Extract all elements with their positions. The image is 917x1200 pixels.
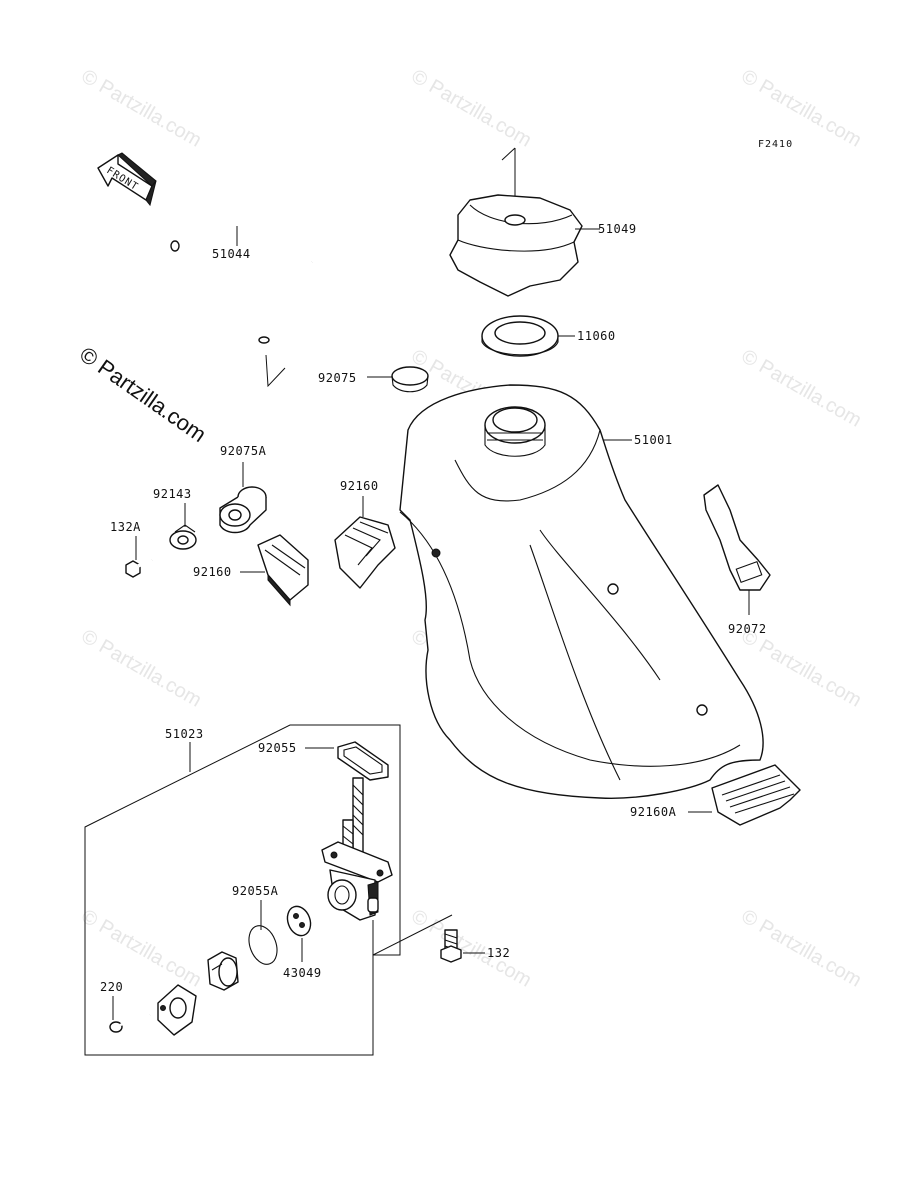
hose-end-icon	[258, 336, 270, 344]
part-label-92075A[interactable]: 92075A	[220, 444, 267, 458]
front-arrow-icon: FRONT	[97, 152, 157, 207]
mount-bolt-icon	[696, 704, 708, 716]
hose-end-icon	[170, 240, 180, 252]
watermark-text: © Partzilla.com	[78, 625, 206, 711]
collar-92143[interactable]	[169, 503, 197, 550]
fuel-hose-51044[interactable]	[170, 182, 364, 388]
part-label-220[interactable]: 220	[100, 980, 123, 994]
cap-gasket-11060[interactable]	[481, 315, 575, 357]
screw-220[interactable]	[109, 996, 151, 1033]
mount-bolt-icon	[607, 583, 619, 595]
diagram-code: F2410	[758, 139, 793, 150]
fuel-cap-51049[interactable]	[449, 147, 600, 297]
fuel-cock-lever[interactable]	[207, 951, 239, 991]
leader-line	[372, 914, 453, 956]
watermark-text: © Partzilla.com	[738, 345, 866, 431]
part-label-92072[interactable]: 92072	[728, 622, 767, 636]
damper-92075A[interactable]	[219, 462, 267, 534]
part-label-92055[interactable]: 92055	[258, 741, 297, 755]
part-label-51023[interactable]: 51023	[165, 727, 204, 741]
leader-line	[265, 354, 286, 388]
main-watermark-text: © Partzilla.com	[75, 342, 211, 448]
part-label-51049[interactable]: 51049	[598, 222, 637, 236]
fuel-cock-body[interactable]	[321, 777, 393, 921]
gasket-92055[interactable]	[305, 741, 389, 781]
fuel-tank-51001[interactable]	[399, 384, 764, 799]
watermark-text: © Partzilla.com	[408, 65, 536, 151]
part-label-132A[interactable]: 132A	[110, 520, 141, 534]
o-ring-92055A[interactable]	[244, 900, 282, 968]
part-label-92075[interactable]: 92075	[318, 371, 357, 385]
part-label-51044[interactable]: 51044	[212, 247, 251, 261]
pad-92160-middle[interactable]	[334, 496, 396, 589]
pad-92160A[interactable]	[688, 764, 801, 826]
lever-plate[interactable]	[157, 984, 197, 1036]
part-label-92160A[interactable]: 92160A	[630, 805, 677, 819]
bolt-132[interactable]	[372, 914, 485, 963]
watermark-text: © Partzilla.com	[78, 905, 206, 991]
main-watermark: © Partzilla.com	[75, 342, 211, 448]
watermark-text: © Partzilla.com	[738, 905, 866, 991]
part-label-92143[interactable]: 92143	[153, 487, 192, 501]
plug-92075[interactable]	[367, 366, 429, 393]
watermark-text: © Partzilla.com	[738, 65, 866, 151]
part-label-92160-left[interactable]: 92160	[193, 565, 232, 579]
part-label-92160-middle[interactable]: 92160	[340, 479, 379, 493]
fuel-cock-assembly-51023[interactable]	[84, 724, 401, 1056]
part-label-43049[interactable]: 43049	[283, 966, 322, 980]
tank-strap-92072[interactable]	[703, 484, 771, 615]
valve-seal-43049[interactable]	[284, 903, 315, 962]
pad-92160-left[interactable]	[240, 534, 309, 607]
mount-bolt-icon	[431, 548, 441, 558]
assembly-box	[84, 724, 401, 1056]
part-label-92055A[interactable]: 92055A	[232, 884, 279, 898]
part-label-51001[interactable]: 51001	[634, 433, 673, 447]
part-label-132[interactable]: 132	[487, 946, 510, 960]
cap-vent-icon	[504, 214, 526, 226]
part-label-11060[interactable]: 11060	[577, 329, 616, 343]
watermark-text: © Partzilla.com	[738, 625, 866, 711]
bolt-132A[interactable]	[125, 536, 153, 578]
watermark-text: © Partzilla.com	[408, 905, 536, 991]
watermark-text: © Partzilla.com	[78, 65, 206, 151]
